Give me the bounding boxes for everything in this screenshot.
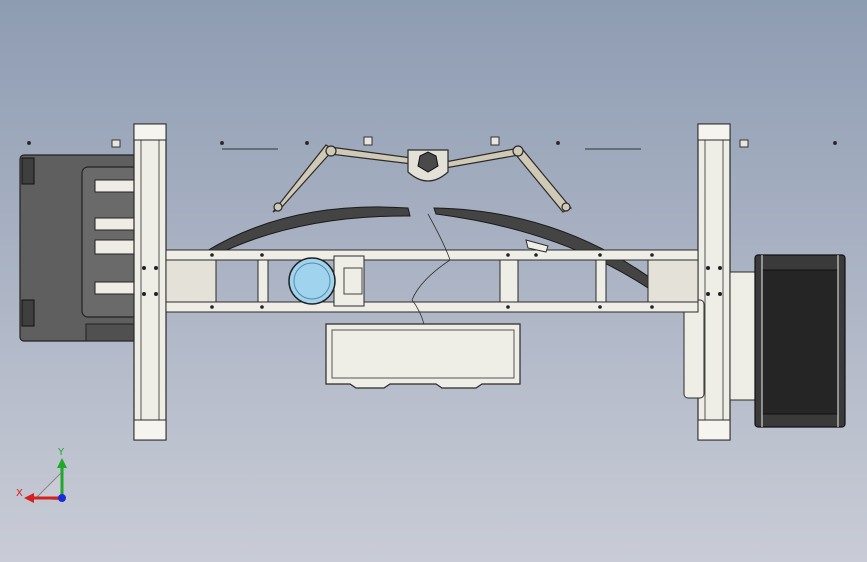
y-axis-label: Y — [57, 447, 65, 458]
triad-base — [34, 470, 63, 501]
round-sensor-window[interactable] — [288, 257, 336, 305]
horizontal-frame[interactable] — [165, 249, 699, 313]
left-motor-housing[interactable] — [19, 154, 143, 342]
x-axis-label: X — [16, 488, 23, 499]
frame-bracket — [525, 239, 549, 253]
cable — [411, 213, 451, 325]
curved-wiper-blades[interactable] — [203, 206, 662, 289]
front-tray[interactable] — [325, 323, 521, 389]
linkage-arms[interactable] — [272, 144, 572, 213]
right-motor-housing[interactable] — [683, 254, 846, 428]
left-vertical-rail[interactable] — [133, 123, 167, 441]
top-reference-markers — [27, 136, 837, 150]
axis-triad: Y X — [16, 447, 67, 503]
center-pivot[interactable] — [407, 149, 449, 182]
